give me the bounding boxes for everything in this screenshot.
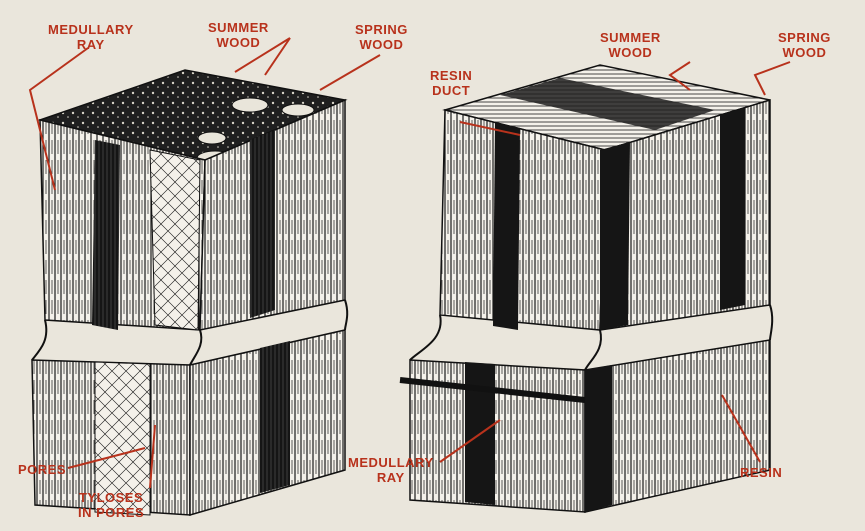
hardwood-curve — [344, 299, 349, 331]
leader-softwood-resin — [721, 394, 761, 463]
softwood-lower-side-band — [585, 365, 612, 512]
label-softwood-summer-wood: SUMMER WOOD — [600, 30, 661, 60]
leader-hardwood-summer-wood — [234, 37, 291, 73]
leader-hardwood-summer-wood — [264, 37, 291, 76]
label-hardwood-pores: PORES — [18, 462, 67, 477]
label-hardwood-summer-wood: SUMMER WOOD — [208, 20, 269, 50]
label-softwood-resin-duct: RESIN DUCT — [430, 68, 473, 98]
softwood-block — [399, 64, 774, 513]
softwood-lower-side — [584, 339, 771, 513]
softwood-curve — [584, 329, 602, 371]
leader-softwood-resin-duct — [459, 121, 521, 136]
pore-shape — [281, 103, 315, 117]
label-hardwood-tyloses: TYLOSES IN PORES — [78, 490, 145, 520]
pore-shape — [197, 131, 227, 145]
leader-softwood-summer-wood — [668, 61, 691, 91]
softwood-side-band — [600, 142, 630, 330]
leader-softwood-spring-wood — [753, 61, 791, 96]
leader-softwood-medullary-ray — [439, 419, 501, 463]
softwood-curve — [769, 304, 774, 341]
leader-hardwood-pores — [67, 447, 146, 469]
hardwood-curve — [31, 319, 48, 361]
leader-lines — [28, 37, 791, 489]
pore-shape — [231, 97, 269, 113]
leader-hardwood-tyloses — [149, 424, 156, 489]
hardwood-lower-band — [260, 341, 290, 493]
hardwood-summerwood-band — [92, 140, 120, 330]
leader-hardwood-spring-wood — [319, 54, 381, 91]
label-hardwood-spring-wood: SPRING WOOD — [355, 22, 408, 52]
label-softwood-resin: RESIN — [740, 465, 783, 480]
leader-hardwood-medullary-ray — [28, 47, 89, 191]
hardwood-curve — [189, 329, 203, 366]
hardwood-side-band — [250, 130, 275, 318]
softwood-curve — [409, 314, 442, 361]
softwood-top-summerwood — [500, 78, 715, 130]
softwood-medullary-ray-line — [399, 377, 586, 403]
softwood-summerwood-band — [493, 122, 520, 330]
hardwood-block — [31, 69, 349, 516]
label-softwood-spring-wood: SPRING WOOD — [778, 30, 831, 60]
softwood-side-band — [720, 108, 745, 310]
label-hardwood-medullary-ray: MEDULLARY RAY — [48, 22, 134, 52]
label-softwood-medullary-ray: MEDULLARY RAY — [348, 455, 434, 485]
hardwood-pore-strip — [149, 149, 201, 331]
